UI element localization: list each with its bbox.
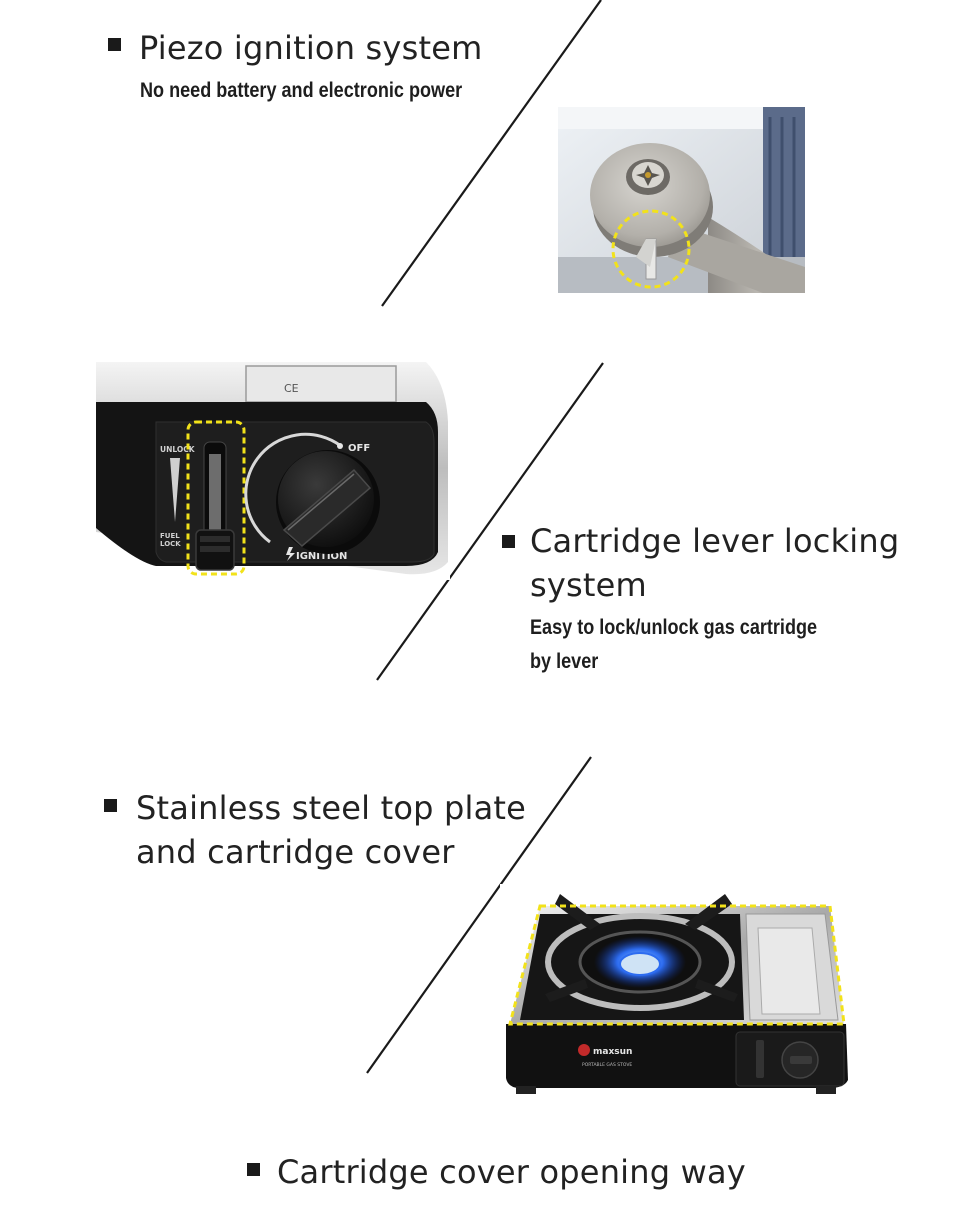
section-title-cover: Cartridge cover opening way <box>277 1153 746 1191</box>
divider-line-3 <box>366 756 592 1074</box>
section-title-piezo: Piezo ignition system <box>139 29 483 67</box>
burner-photo <box>558 107 805 293</box>
section-title-steel-1: Stainless steel top plate <box>136 789 527 827</box>
section-subtitle-lever-1: Easy to lock/unlock gas cartridge <box>530 616 818 639</box>
lock-label: LOCK <box>160 540 181 548</box>
section-title-lever-1: Cartridge lever locking <box>530 522 900 560</box>
section-bullet-4 <box>247 1163 260 1176</box>
section-bullet-2 <box>502 535 515 548</box>
ignition-label: IGNITION <box>296 551 347 562</box>
section-title-lever-2: system <box>530 566 647 604</box>
unlock-label: UNLOCK <box>160 445 196 454</box>
section-bullet-3 <box>104 799 117 812</box>
divider-line-1 <box>381 0 602 307</box>
section-subtitle-piezo: No need battery and electronic power <box>140 79 463 102</box>
section-bullet-1 <box>108 38 121 51</box>
ce-mark-label: CE <box>284 382 299 395</box>
brand-label: maxsun <box>593 1047 632 1057</box>
brand-sub-label: PORTABLE GAS STOVE <box>582 1062 632 1068</box>
divider-line-2 <box>376 362 604 681</box>
stove-photo: maxsun PORTABLE GAS STOVE <box>500 884 852 1096</box>
control-panel-photo: CE UNLOCK FUEL LOCK OFF IGNITION <box>96 362 450 580</box>
fuel-label: FUEL <box>160 532 180 540</box>
section-subtitle-lever-2: by lever <box>530 650 599 673</box>
off-label: OFF <box>348 443 370 454</box>
section-title-steel-2: and cartridge cover <box>136 833 455 871</box>
